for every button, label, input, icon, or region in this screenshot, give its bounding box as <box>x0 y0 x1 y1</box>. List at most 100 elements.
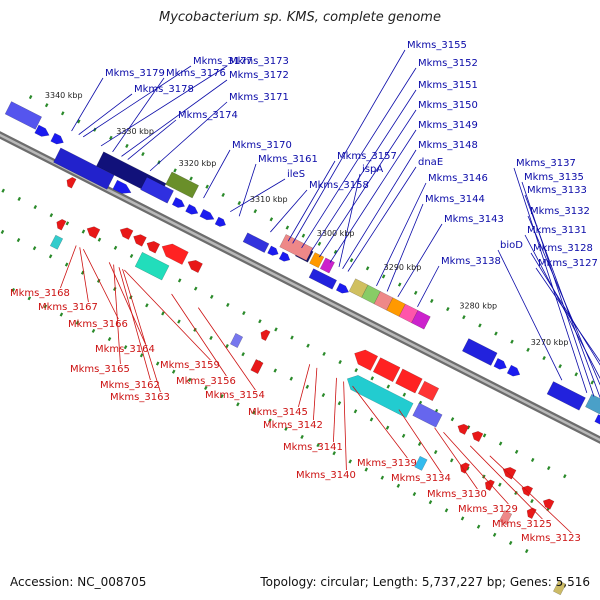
leader-line <box>121 79 228 157</box>
leader-line <box>333 377 337 443</box>
leader-line <box>124 269 211 361</box>
forward-gene-arrow <box>171 197 186 208</box>
leader-line <box>298 364 311 408</box>
leader-line <box>149 101 228 172</box>
scale-tick <box>204 385 208 391</box>
gene-label-forward: Mkms_3161 <box>258 154 318 165</box>
leader-line <box>71 77 104 132</box>
reverse-gene-arrow <box>542 498 555 510</box>
scale-tick <box>460 516 465 521</box>
leader-line <box>417 265 440 308</box>
scale-tick <box>492 532 497 537</box>
leader-line <box>497 249 563 381</box>
leader-line <box>521 181 595 397</box>
gene-label-forward: Mkms_3158 <box>309 180 369 191</box>
forward-gene-block <box>140 176 174 204</box>
scale-tick <box>145 303 149 308</box>
gene-label-reverse: Mkms_3154 <box>205 390 265 401</box>
leader-line <box>329 129 417 263</box>
scale-tick <box>284 426 288 431</box>
scale-tick <box>301 233 306 238</box>
scale-tick <box>413 290 418 295</box>
scale-tick <box>433 450 438 455</box>
reverse-gene-arrow <box>457 423 470 435</box>
scale-tick <box>65 221 70 226</box>
scale-tick <box>353 409 358 414</box>
scale-tick <box>530 457 535 462</box>
scale-tick <box>397 282 402 287</box>
scale-tick <box>289 376 294 381</box>
scale-tick <box>349 258 354 263</box>
gene-label-reverse: Mkms_3129 <box>458 504 518 515</box>
scale-tick <box>546 466 551 471</box>
reverse-gene-arrow <box>187 260 203 274</box>
reverse-gene-arrow <box>260 329 271 342</box>
leader-line <box>513 167 588 394</box>
scale-tick <box>558 364 562 369</box>
forward-gene-arrow <box>214 216 227 227</box>
small-feature <box>49 234 64 250</box>
scale-tick <box>450 417 455 422</box>
leader-line <box>527 215 600 386</box>
scale-tick <box>401 433 406 438</box>
scale-tick <box>430 298 434 303</box>
gene-label-forward: Mkms_3150 <box>418 100 478 111</box>
gene-label-reverse: Mkms_3145 <box>248 407 308 418</box>
gene-label-forward: Mkms_3178 <box>134 84 194 95</box>
leader-line <box>469 445 543 520</box>
scale-tick <box>514 449 519 454</box>
scale-tick <box>220 394 224 399</box>
reverse-gene-arrow <box>161 243 189 265</box>
reverse-gene-arrow <box>119 227 134 240</box>
gene-label-forward: Mkms_3179 <box>105 68 165 79</box>
forward-gene-block <box>4 101 43 130</box>
reverse-gene-arrow <box>56 219 67 231</box>
forward-gene-block <box>546 381 586 411</box>
gene-label-forward: Mkms_3157 <box>337 151 397 162</box>
leader-line <box>238 163 257 217</box>
leader-line <box>398 409 442 474</box>
scale-tick <box>590 380 595 385</box>
scale-tick <box>316 443 320 448</box>
gene-label-reverse: Mkms_3159 <box>160 360 220 371</box>
scale-tick <box>193 286 198 291</box>
reverse-gene-arrow <box>471 431 484 443</box>
gene-label-forward: Mkms_3135 <box>524 172 584 183</box>
scale-tick <box>171 369 176 374</box>
gene-label-forward: Mkms_3143 <box>444 214 504 225</box>
scale-tick <box>290 335 294 340</box>
forward-gene-block <box>53 147 115 190</box>
gene-label-forward: Mkms_3148 <box>418 140 478 151</box>
scale-tick <box>123 345 128 350</box>
scale-tick <box>478 323 482 328</box>
leader-line <box>78 93 133 135</box>
gene-label-reverse: Mkms_3130 <box>427 489 487 500</box>
leader-line <box>319 109 417 258</box>
gene-label-forward: Mkms_3173 <box>229 56 289 67</box>
gene-label-forward: Mkms_3138 <box>441 256 501 267</box>
gene-label-forward: bioD <box>500 240 523 251</box>
forward-gene-arrow <box>185 203 199 215</box>
reverse-gene-arrow <box>526 507 537 520</box>
leader-line <box>171 293 227 377</box>
gene-label-reverse: Mkms_3166 <box>68 319 128 330</box>
scale-tick <box>48 254 53 259</box>
scale-tick <box>321 392 326 398</box>
scale-tick <box>107 336 112 342</box>
gene-label-forward: Mkms_3128 <box>533 243 593 254</box>
scale-label: 3330 kbp <box>116 127 154 136</box>
leader-line <box>310 89 417 253</box>
leader-line <box>397 223 443 298</box>
leader-line <box>203 149 231 199</box>
scale-tick <box>177 319 181 324</box>
small-feature <box>229 332 244 349</box>
gene-label-forward: Mkms_3137 <box>516 158 576 169</box>
gene-label-forward: Mkms_3151 <box>418 80 478 91</box>
scale-tick <box>242 311 246 316</box>
leader-line <box>82 248 119 320</box>
scale-tick <box>221 192 225 197</box>
forward-gene-block <box>461 338 498 366</box>
accession-text: Accession: NC_008705 <box>10 575 147 589</box>
leader-line <box>270 189 308 233</box>
